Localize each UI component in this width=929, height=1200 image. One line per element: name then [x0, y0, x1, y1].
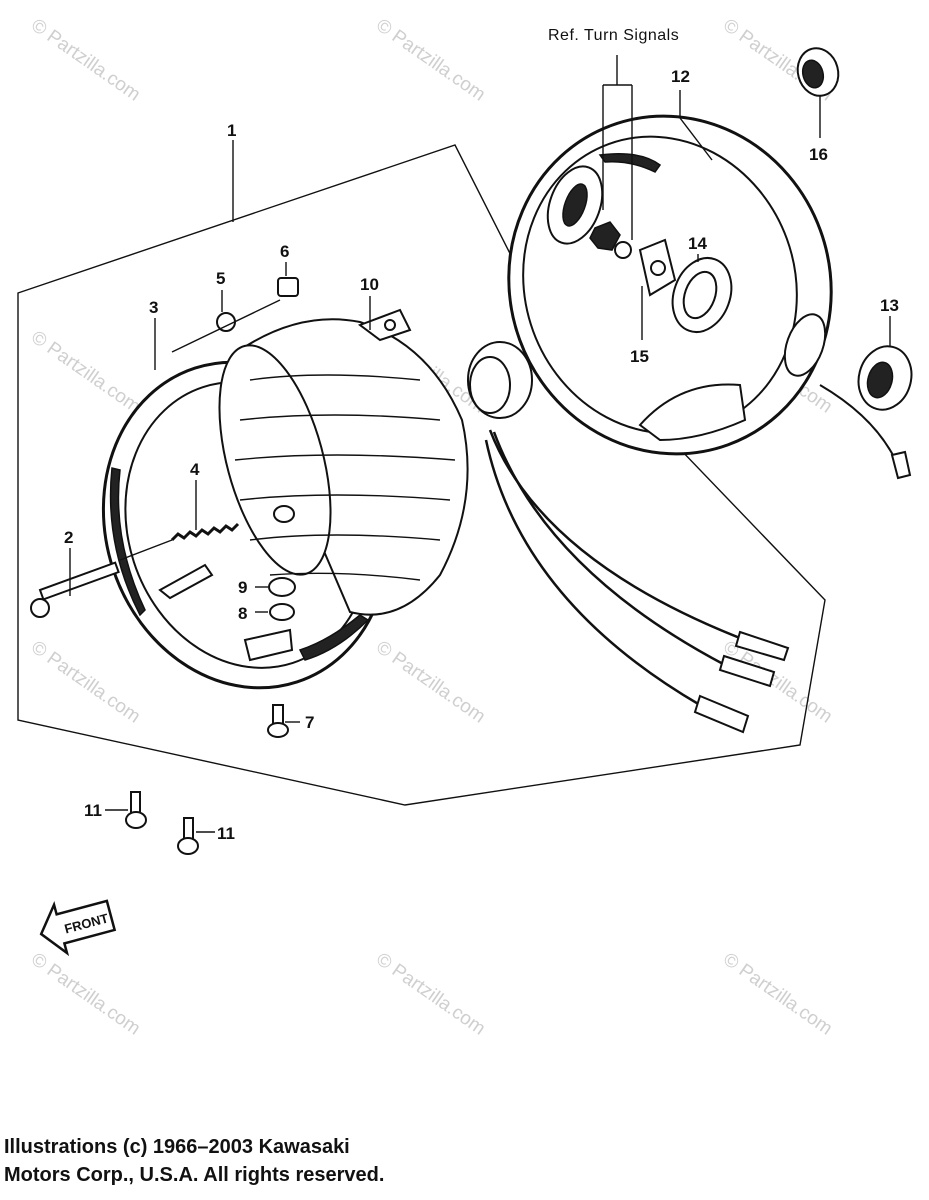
- nut-6: [277, 277, 299, 297]
- washer-8: [269, 603, 295, 621]
- watermark: © Partzilla.com: [719, 949, 836, 1040]
- grommet-14: [671, 257, 733, 333]
- plate-15: [614, 238, 677, 297]
- copyright-line-2: Motors Corp., U.S.A. All rights reserved…: [4, 1164, 385, 1186]
- callout-6: 6: [280, 242, 289, 261]
- watermark: © Partzilla.com: [372, 949, 489, 1040]
- copyright-line-1: Illustrations (c) 1966–2003 Kawasaki: [4, 1136, 350, 1158]
- callout-16: 16: [809, 145, 828, 164]
- callout-2: 2: [64, 528, 73, 547]
- front-arrow: FRONT: [39, 899, 117, 957]
- nut-near-4: [273, 505, 295, 523]
- callout-15: 15: [630, 347, 649, 366]
- bolt-11a: [125, 791, 147, 829]
- callout-10: 10: [360, 275, 379, 294]
- callout-5: 5: [216, 269, 225, 288]
- sealed-beam-unit: [218, 308, 533, 616]
- leader-lines: [69, 55, 891, 833]
- callout-3: 3: [149, 298, 158, 317]
- grommet-13: [819, 345, 913, 480]
- cap-16: [796, 47, 840, 97]
- ref-turn-signals-note: Ref. Turn Signals: [548, 27, 679, 44]
- callout-11b: 11: [217, 824, 235, 843]
- callout-7: 7: [305, 713, 314, 732]
- callout-12: 12: [671, 67, 690, 86]
- callout-13: 13: [880, 296, 899, 315]
- watermark: © Partzilla.com: [372, 637, 489, 728]
- screw-2: [30, 561, 120, 618]
- bolt-7: [267, 704, 289, 738]
- watermark: © Partzilla.com: [27, 15, 144, 106]
- callout-1: 1: [227, 121, 236, 140]
- assembly-outline: [17, 144, 826, 806]
- bolt-11b: [177, 817, 199, 855]
- callout-9: 9: [238, 578, 247, 597]
- callout-14: 14: [688, 234, 707, 253]
- callout-4: 4: [190, 460, 200, 479]
- spring-4: [119, 522, 240, 561]
- copyright-notice: Illustrations (c) 1966–2003 Kawasaki Mot…: [4, 1133, 384, 1189]
- wiring-harness: [484, 429, 790, 734]
- callout-11a: 11: [84, 801, 102, 820]
- watermark: © Partzilla.com: [27, 949, 144, 1040]
- watermark: © Partzilla.com: [372, 15, 489, 106]
- watermark: © Partzilla.com: [27, 637, 144, 728]
- headlight-housing: [507, 114, 833, 456]
- callout-8: 8: [238, 604, 247, 623]
- watermark: © Partzilla.com: [27, 327, 144, 418]
- nut-9: [268, 577, 296, 597]
